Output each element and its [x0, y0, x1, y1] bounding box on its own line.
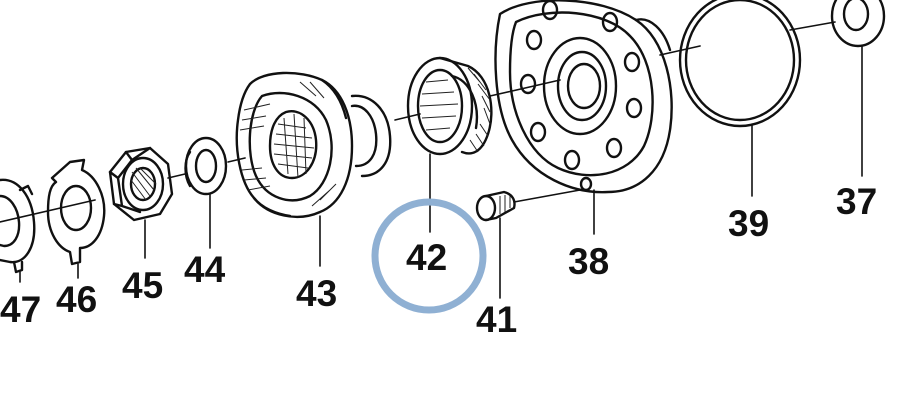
- hex-nut-45: [108, 146, 174, 222]
- lock-washer-46: [46, 158, 106, 266]
- label-part-42: 42: [406, 237, 447, 278]
- o-ring-39: [678, 0, 802, 128]
- label-part-46: 46: [56, 279, 97, 320]
- leader-lines: [19, 45, 863, 299]
- label-part-47: 47: [0, 289, 41, 330]
- flat-washer-44: [184, 136, 228, 196]
- small-washer-37: [830, 0, 886, 48]
- center-axis: [0, 21, 836, 223]
- label-part-37: 37: [836, 181, 877, 222]
- highlight-circle: [371, 198, 487, 314]
- oil-seal-42: [406, 56, 493, 156]
- part-labels: 47 46 45 44 43 42 41 38 39 37: [0, 181, 877, 340]
- plug-41: [475, 189, 581, 222]
- label-part-39: 39: [728, 203, 769, 244]
- label-part-45: 45: [122, 265, 163, 306]
- drive-flange-43: [235, 71, 392, 219]
- label-part-44: 44: [184, 249, 226, 290]
- housing-cover-38: [494, 0, 673, 194]
- label-part-43: 43: [296, 273, 337, 314]
- tab-washer-47: [0, 178, 36, 274]
- label-part-41: 41: [476, 299, 517, 340]
- label-part-38: 38: [568, 241, 609, 282]
